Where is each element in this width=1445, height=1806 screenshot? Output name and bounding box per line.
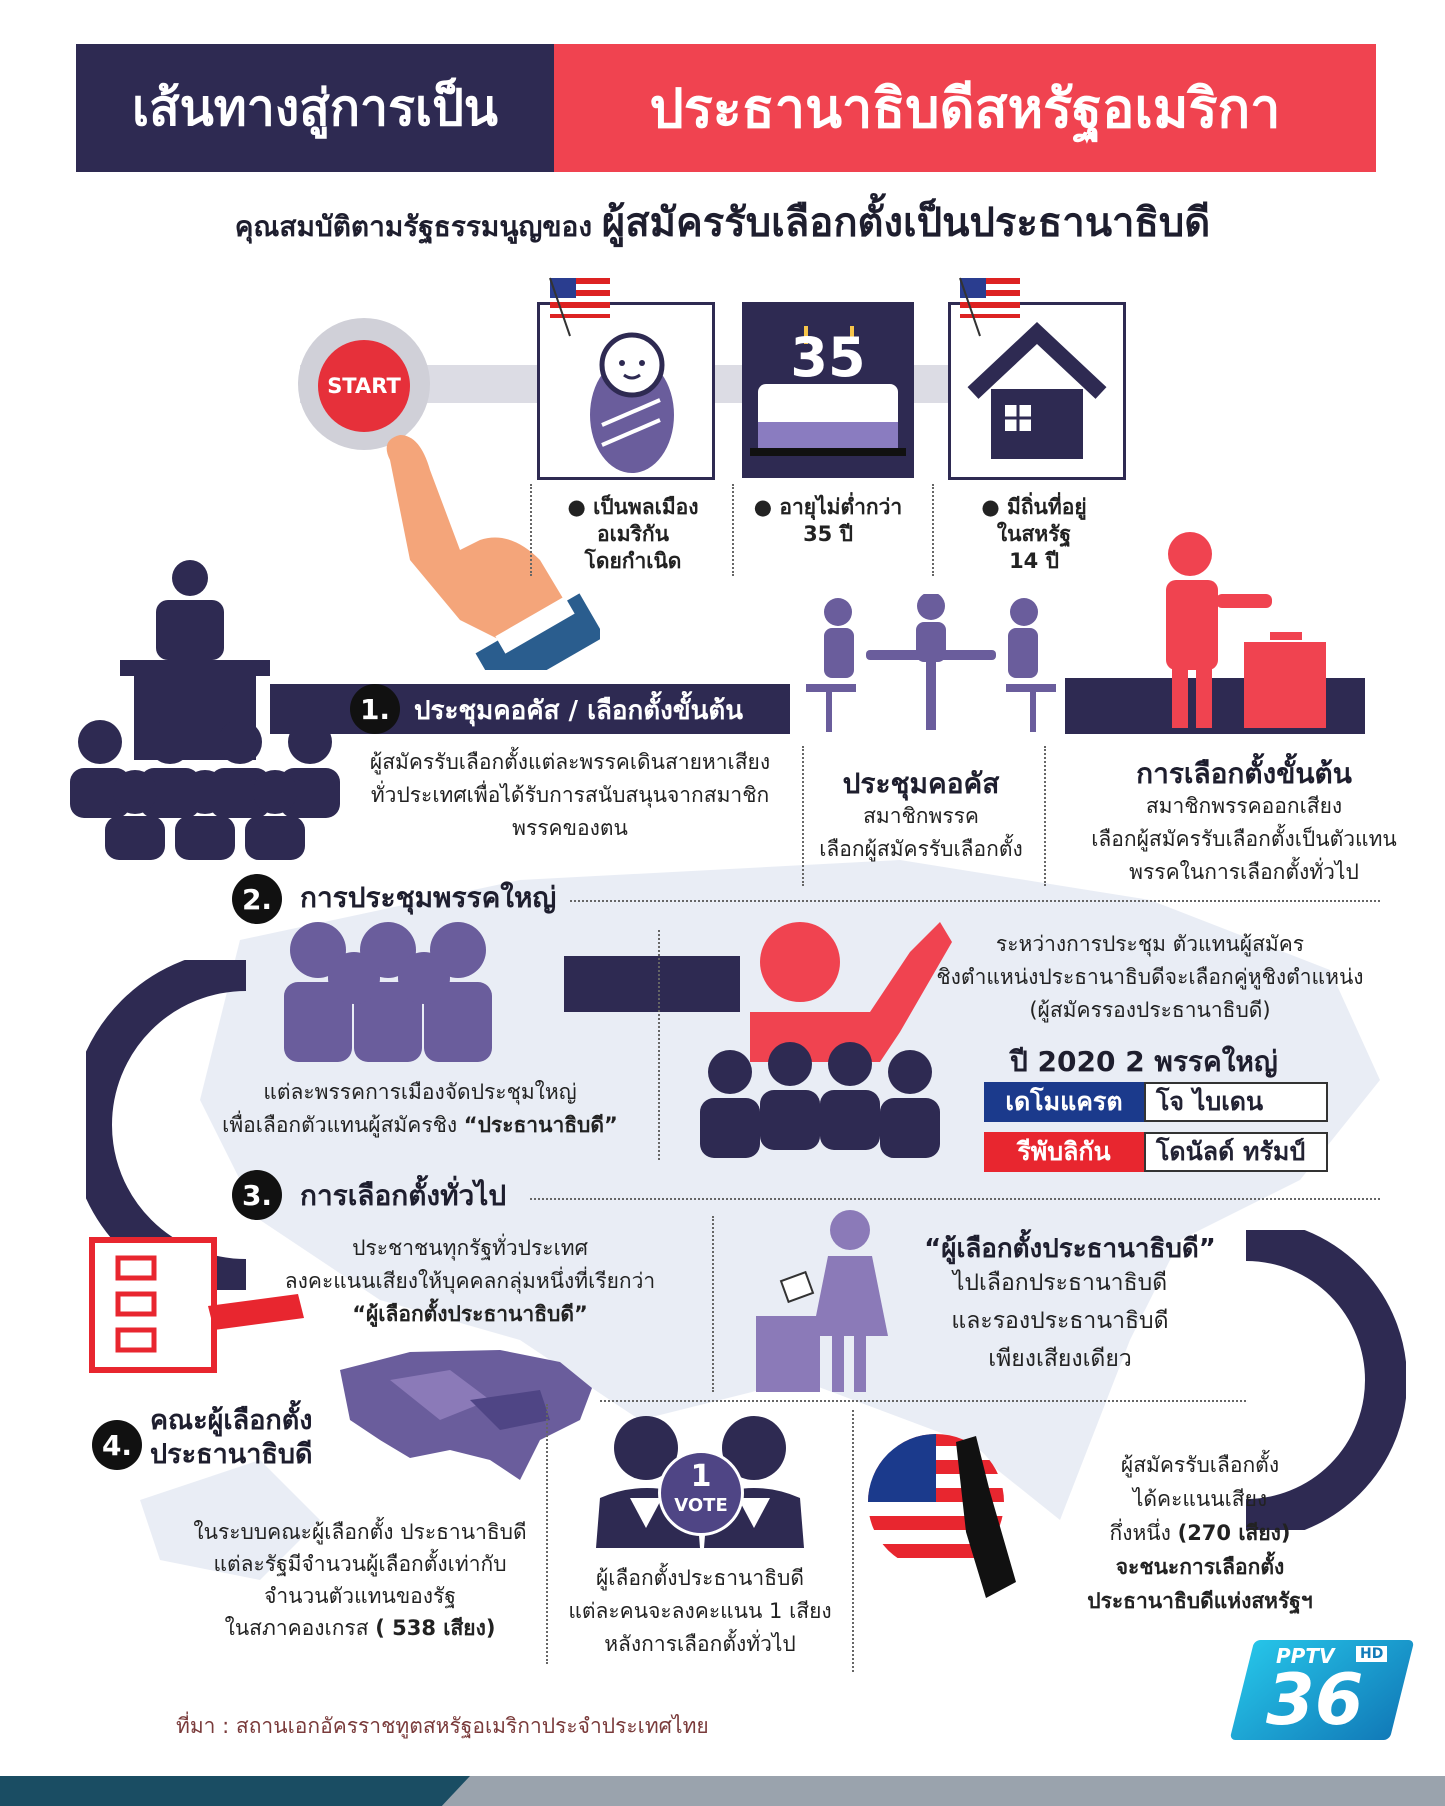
- flow-arc-right: [1245, 1230, 1406, 1530]
- vote-badge-number: 1: [690, 1459, 712, 1494]
- qual-text-residence: ● มีถิ่นที่อยู่ ในสหรัฐ 14 ปี: [981, 495, 1087, 573]
- start-button[interactable]: START: [318, 340, 410, 432]
- divider: [732, 484, 734, 576]
- caucus-text: สมาชิกพรรค เลือกผู้สมัครรับเลือกตั้ง: [819, 804, 1023, 861]
- win-text-emph: (270 เสียง): [1177, 1521, 1291, 1545]
- party-row-republican: รีพับลิกัน โดนัลด์ ทรัมป์: [984, 1132, 1328, 1172]
- step2-banner: [564, 956, 740, 1012]
- caucus-meeting-icon: [806, 594, 1056, 732]
- baby-icon: [590, 332, 674, 473]
- logo-channel: 36: [1266, 1659, 1364, 1741]
- title-right: ประธานาธิบดีสหรัฐอเมริกา: [554, 44, 1376, 172]
- nominee-red-icon: [700, 922, 952, 1158]
- vote-badge-label: VOTE: [674, 1495, 728, 1516]
- ballot-checklist-icon: [89, 1237, 304, 1373]
- step2-description-line1: แต่ละพรรคการเมืองจัดประชุมใหญ่: [263, 1080, 577, 1104]
- step4-description-line4: ในสภาคองเกรส: [224, 1616, 369, 1640]
- step2-description: แต่ละพรรคการเมืองจัดประชุมใหญ่ เพื่อเลือ…: [190, 1076, 650, 1142]
- us-flag-circle-icon: [868, 1434, 1016, 1598]
- step4-title: คณะผู้เลือกตั้ง ประธานาธิบดี: [150, 1405, 313, 1470]
- divider: [932, 484, 934, 576]
- step4-description-emph: ( 538 เสียง): [375, 1616, 496, 1640]
- divider: [530, 484, 532, 576]
- logo-brand: PPTV: [1276, 1644, 1335, 1668]
- convention-text: ระหว่างการประชุม ตัวแทนผู้สมัคร ชิงตำแหน…: [936, 932, 1364, 1022]
- house-icon: [967, 322, 1107, 459]
- qual-box-age: 35: [742, 302, 914, 478]
- year-title: ปี 2020 2 พรรคใหญ่: [1010, 1045, 1278, 1078]
- win-text-line3: กึ่งหนึ่ง: [1109, 1521, 1171, 1545]
- party-name-republican: รีพับลิกัน: [984, 1132, 1144, 1172]
- step4-description-line3: จำนวนตัวแทนของรัฐ: [264, 1584, 456, 1608]
- divider: [658, 930, 660, 1160]
- step2-number: 2.: [232, 874, 282, 924]
- pptv-logo: PPTV HD 36: [1229, 1640, 1415, 1744]
- win-text-line4: จะชนะการเลือกตั้ง: [1115, 1555, 1285, 1579]
- win-text: ผู้สมัครรับเลือกตั้ง ได้คะแนนเสียง กึ่งห…: [1000, 1448, 1400, 1618]
- qual-text-citizen: ● เป็นพลเมือง อเมริกัน โดยกำเนิด: [567, 495, 699, 573]
- qual-text-age: ● อายุไม่ต่ำกว่า 35 ปี: [753, 495, 903, 546]
- divider: [600, 1400, 1246, 1402]
- us-flag-icon: [549, 277, 610, 337]
- cake-number: 35: [790, 326, 866, 389]
- step2-description-line2: เพื่อเลือกตัวแทนผู้สมัครชิง: [222, 1113, 458, 1137]
- candidate-republican: โดนัลด์ ทรัมป์: [1144, 1132, 1328, 1172]
- step3-title: การเลือกตั้งทั่วไป: [300, 1179, 507, 1212]
- source-text: ที่มา : สถานเอกอัครราชทูตสหรัฐอเมริกาประ…: [176, 1714, 709, 1738]
- step4-description: ในระบบคณะผู้เลือกตั้ง ประธานาธิบดี แต่ละ…: [160, 1516, 560, 1644]
- subtitle: คุณสมบัติตามรัฐธรรมนูญของ ผู้สมัครรับเลื…: [0, 190, 1445, 254]
- step1-description: ผู้สมัครรับเลือกตั้งแต่ละพรรคเดินสายหาเส…: [369, 750, 771, 840]
- primary-text: สมาชิกพรรคออกเสียง เลือกผู้สมัครรับเลือก…: [1091, 794, 1397, 884]
- woman-voting-icon: [756, 1210, 888, 1392]
- step3-description-line2: ลงคะแนนเสียงให้บุคคลกลุ่มหนึ่งที่เรียกว่…: [284, 1269, 656, 1293]
- step2-title: การประชุมพรรคใหญ่: [300, 881, 557, 914]
- elector-title: “ผู้เลือกตั้งประธานาธิบดี”: [924, 1234, 1216, 1264]
- step2-description-emph: “ประธานาธิบดี”: [463, 1113, 618, 1137]
- voter-red-icon: [1166, 532, 1326, 728]
- divider: [1044, 746, 1046, 886]
- us-flag-icon: [959, 277, 1020, 337]
- step3-description-emph: “ผู้เลือกตั้งประธานาธิบดี”: [352, 1302, 588, 1326]
- vote-badge: 1 VOTE: [658, 1450, 744, 1536]
- primary-title: การเลือกตั้งขั้นต้น: [1136, 757, 1352, 790]
- elector-text: ไปเลือกประธานาธิบดี และรองประธานาธิบดี เ…: [951, 1270, 1169, 1372]
- step1-title: ประชุมคอคัส / เลือกตั้งขั้นต้น: [414, 696, 744, 726]
- qual-box-citizen: [537, 302, 715, 480]
- divider: [570, 900, 1380, 902]
- pointing-hand-icon: [386, 435, 600, 670]
- title-left: เส้นทางสู่การเป็น: [76, 44, 554, 172]
- podium-speaker-icon: [70, 560, 340, 860]
- logo-hd: HD: [1356, 1646, 1388, 1662]
- win-text-line2: ได้คะแนนเสียง: [1132, 1487, 1268, 1511]
- win-text-line1: ผู้สมัครรับเลือกตั้ง: [1120, 1453, 1280, 1477]
- step4-description-line1: ในระบบคณะผู้เลือกตั้ง ประธานาธิบดี: [193, 1520, 527, 1544]
- step1-number: 1.: [350, 684, 400, 734]
- step4-number: 4.: [92, 1420, 142, 1470]
- step3-description-line1: ประชาชนทุกรัฐทั่วประเทศ: [352, 1236, 588, 1260]
- footer-accent: [0, 1776, 470, 1806]
- caucus-title: ประชุมคอคัส: [842, 767, 1000, 800]
- us-states-map-icon: [340, 1350, 592, 1480]
- party-row-democrat: เดโมแครต โจ ไบเดน: [984, 1082, 1328, 1122]
- divider: [712, 1216, 714, 1392]
- step3-description: ประชาชนทุกรัฐทั่วประเทศ ลงคะแนนเสียงให้บ…: [260, 1232, 680, 1331]
- step3-number: 3.: [232, 1170, 282, 1220]
- subtitle-emphasis: ผู้สมัครรับเลือกตั้งเป็นประธานาธิบดี: [601, 200, 1211, 246]
- divider: [852, 1410, 854, 1672]
- cake-icon: [750, 326, 906, 456]
- subtitle-prefix: คุณสมบัติตามรัฐธรรมนูญของ: [234, 210, 593, 243]
- divider: [530, 1198, 1380, 1200]
- divider: [546, 1404, 548, 1664]
- divider: [802, 746, 804, 886]
- candidate-democrat: โจ ไบเดน: [1144, 1082, 1328, 1122]
- us-map-background: [140, 860, 1380, 1580]
- delegates-group-icon: [284, 922, 492, 1062]
- electors-vote-icon: [596, 1416, 804, 1548]
- step4-description-line2: แต่ละรัฐมีจำนวนผู้เลือกตั้งเท่ากับ: [213, 1552, 507, 1576]
- win-text-line5: ประธานาธิบดีแห่งสหรัฐฯ: [1087, 1589, 1313, 1613]
- party-name-democrat: เดโมแครต: [984, 1082, 1144, 1122]
- vote-text: ผู้เลือกตั้งประธานาธิบดี แต่ละคนจะลงคะแน…: [568, 1566, 832, 1656]
